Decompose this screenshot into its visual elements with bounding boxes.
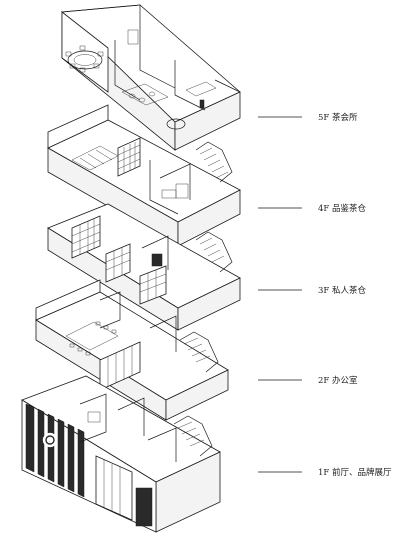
label-4f: 4F 品鉴茶仓 bbox=[318, 203, 367, 214]
glass-partition-2f bbox=[99, 341, 141, 391]
label-1f: 1F 前厅、品牌展厅 bbox=[318, 467, 392, 478]
facade-slats-1f bbox=[25, 403, 85, 498]
label-5f: 5F 茶会所 bbox=[318, 112, 358, 123]
floor-1f-model bbox=[21, 375, 221, 533]
brand-logo-icon bbox=[42, 432, 58, 448]
chairs-2f bbox=[69, 321, 117, 356]
floor-5f-model bbox=[61, 4, 241, 151]
stair-3f bbox=[195, 231, 233, 273]
floor-2f-model bbox=[35, 279, 229, 421]
floor-labels: 5F 茶会所 4F 品鉴茶仓 3F 私人茶仓 2F 办公室 1F 前厅、品牌展厅 bbox=[258, 112, 392, 478]
label-3f: 3F 私人茶仓 bbox=[318, 285, 367, 296]
label-2f: 2F 办公室 bbox=[318, 375, 358, 386]
floor-4f-model bbox=[47, 104, 241, 247]
floor-3f-model bbox=[47, 203, 241, 331]
chairs-5f bbox=[65, 45, 104, 73]
stair-1f bbox=[173, 415, 213, 457]
stair-2f bbox=[179, 331, 219, 373]
shelves-3f bbox=[71, 215, 167, 305]
stair-4f bbox=[195, 141, 233, 183]
shelves-4f bbox=[117, 137, 141, 177]
